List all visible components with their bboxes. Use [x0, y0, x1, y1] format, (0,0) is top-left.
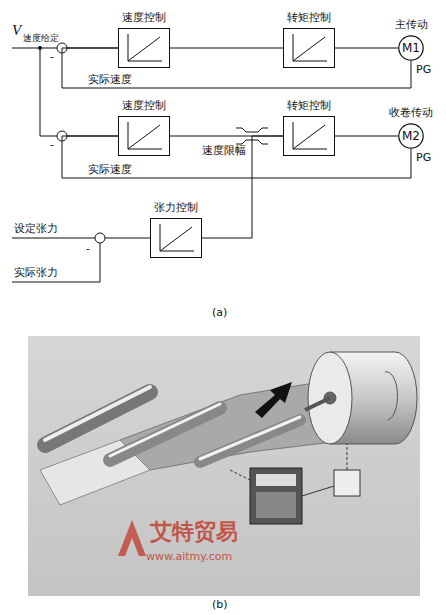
panel-housing	[250, 468, 302, 524]
ramp-line	[128, 37, 160, 61]
signal-line	[170, 48, 283, 49]
roller-highlight	[200, 417, 300, 459]
block-heading: 收卷传动	[389, 106, 433, 119]
label: -	[50, 138, 54, 151]
control-block: 速度控制	[118, 116, 170, 156]
wire	[12, 48, 57, 49]
label: V	[12, 22, 21, 39]
ramp-line	[293, 125, 325, 149]
shaft	[305, 398, 330, 410]
rotation-arrow	[385, 372, 398, 420]
control-block: 速度控制	[118, 28, 170, 68]
wire	[105, 238, 150, 239]
ramp-line	[128, 125, 160, 149]
watermark-logo	[118, 520, 146, 556]
motor-name: M2	[402, 129, 420, 143]
web-direction-arrow	[255, 382, 292, 418]
wire	[12, 243, 100, 282]
graph-axes	[293, 34, 327, 61]
graph-axes	[128, 122, 162, 149]
roller	[45, 392, 150, 445]
panel-wire	[302, 486, 334, 496]
graph-axes	[128, 34, 162, 61]
graph-axes	[293, 122, 327, 149]
label: (b)	[212, 598, 228, 611]
graph-axes	[160, 224, 194, 251]
ramp-line	[293, 37, 325, 61]
block-border	[119, 29, 170, 68]
panel-display	[256, 474, 296, 486]
label: 速度限幅	[202, 144, 246, 157]
label: 速度给定	[23, 33, 59, 44]
roller-highlight	[45, 387, 150, 440]
summing-junction	[95, 233, 105, 243]
control-panel	[230, 444, 360, 524]
control-block: 张力控制	[150, 218, 202, 258]
ramp-line	[160, 227, 192, 251]
block-heading: 主传动	[395, 18, 428, 31]
block-heading: 速度控制	[122, 99, 166, 112]
block-border	[151, 219, 202, 258]
control-block: 转矩控制	[283, 116, 335, 156]
block-heading: 速度控制	[122, 11, 166, 24]
roller	[200, 420, 300, 462]
label: -	[50, 50, 54, 63]
wire	[12, 238, 95, 239]
edge-label: 实际速度	[88, 73, 132, 86]
roller-highlight	[110, 404, 220, 456]
label: (a)	[212, 306, 227, 319]
sensor-box	[334, 470, 360, 496]
junction-dot	[38, 46, 41, 49]
block-outline	[283, 116, 335, 156]
sensor-wire	[347, 444, 348, 470]
block-outline	[283, 28, 335, 68]
label: 设定张力	[14, 222, 58, 235]
signal-line	[335, 48, 398, 49]
winding-roll	[305, 352, 417, 444]
motor-circle: 收卷传动M2	[398, 123, 424, 149]
label: PG	[416, 63, 431, 76]
photo-background	[28, 336, 420, 596]
motor-circle: 主传动M1	[398, 35, 424, 61]
signal-line	[202, 136, 283, 238]
block-border	[119, 117, 170, 156]
label: PG	[416, 151, 431, 164]
roller	[110, 408, 220, 460]
block-border	[284, 117, 335, 156]
signal-line	[62, 136, 411, 178]
signal-wires	[12, 43, 268, 282]
block-border	[284, 29, 335, 68]
label: -	[86, 242, 90, 255]
block-heading: 转矩控制	[287, 99, 331, 112]
rollers	[45, 387, 300, 462]
control-block: 转矩控制	[283, 28, 335, 68]
label: 实际张力	[14, 266, 58, 279]
limiter-symbol	[236, 128, 268, 132]
signal-line	[335, 136, 398, 137]
block-outline	[118, 116, 170, 156]
block-heading: 张力控制	[154, 201, 198, 214]
leader-line	[230, 470, 250, 480]
signal-line	[62, 48, 411, 88]
block-outline	[118, 28, 170, 68]
motor-border	[399, 36, 423, 60]
motor-name: M1	[402, 41, 420, 55]
block-outline	[150, 218, 202, 258]
label: www.aitmy.com	[146, 550, 232, 563]
panel-keys	[256, 492, 296, 518]
block-heading: 转矩控制	[287, 11, 331, 24]
motor-border	[399, 124, 423, 148]
label: 艾特贸易	[150, 520, 238, 544]
wire	[40, 48, 57, 136]
edge-label: 实际速度	[88, 163, 132, 176]
